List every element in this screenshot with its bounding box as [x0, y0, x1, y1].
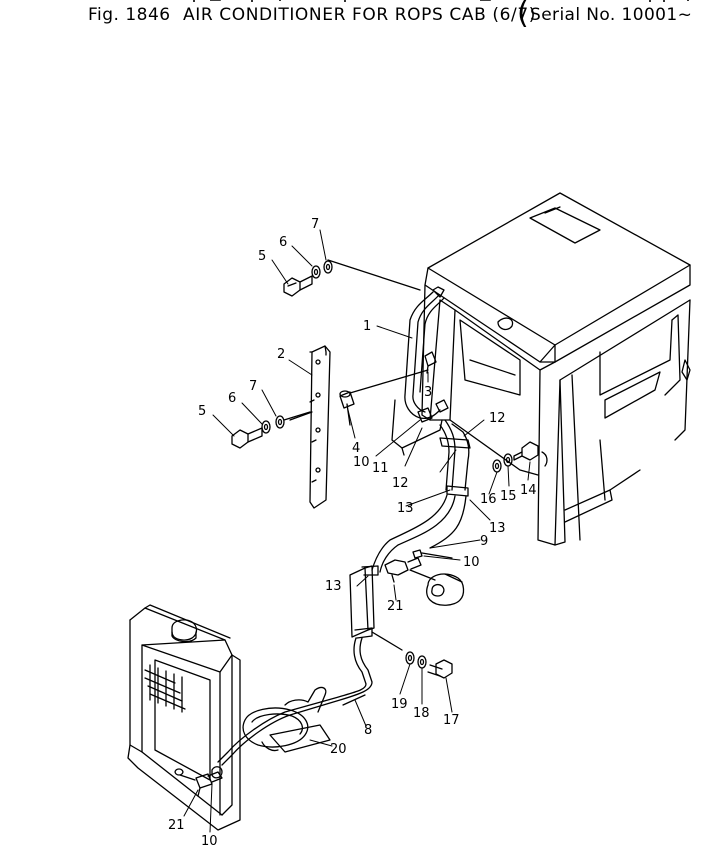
radiator — [127, 604, 331, 831]
rops-cab — [421, 192, 691, 546]
callout-13-lower: 13 — [325, 579, 342, 594]
callout-13-upper: 13 — [397, 501, 414, 516]
bolt-set-upper — [283, 260, 333, 297]
callout-numbers: 1 2 3 4 5 5 6 6 7 7 8 9 10 10 10 11 12 1… — [168, 217, 537, 846]
callout-4: 4 — [352, 441, 360, 456]
callout-13-right: 13 — [489, 521, 506, 536]
serial-range: Serial No. 10001~ — [530, 5, 693, 25]
figure-header: Fig. 1846 AIR CONDITIONER FOR ROPS CAB (… — [0, 0, 710, 32]
callout-1: 1 — [363, 319, 371, 334]
callout-10-lower: 10 — [201, 834, 218, 846]
middle-fitting — [384, 549, 465, 606]
hose-8 — [217, 637, 373, 766]
callout-15: 15 — [500, 489, 517, 504]
callout-12-right: 12 — [489, 411, 506, 426]
callout-5-upper: 5 — [258, 249, 266, 264]
callout-7-upper: 7 — [311, 217, 319, 232]
callout-3: 3 — [424, 385, 432, 400]
bolt-set-lower — [371, 631, 453, 679]
spacer-4 — [339, 390, 355, 426]
protector-13 — [349, 565, 379, 639]
callout-21-lower: 21 — [168, 818, 185, 833]
callout-6-upper: 6 — [279, 235, 287, 250]
leader-lines — [183, 229, 531, 833]
callout-9: 9 — [480, 534, 488, 549]
callout-10-middle: 10 — [463, 555, 480, 570]
bracket-glyph: ( — [517, 0, 529, 31]
callout-18: 18 — [413, 706, 430, 721]
figure-number: Fig. 1846 — [88, 5, 171, 25]
callout-17: 17 — [443, 713, 460, 728]
callout-8: 8 — [364, 723, 372, 738]
bracket-plate-2 — [289, 345, 331, 509]
callout-21-middle: 21 — [387, 599, 404, 614]
callout-11: 11 — [372, 461, 389, 476]
callout-5-middle: 5 — [198, 404, 206, 419]
callout-16: 16 — [480, 492, 497, 507]
callout-6-middle: 6 — [228, 391, 236, 406]
callout-2: 2 — [277, 347, 285, 362]
bolt-set-middle — [231, 411, 311, 449]
hose-upper — [327, 259, 471, 573]
callout-7-middle: 7 — [249, 379, 257, 394]
callout-12-left: 12 — [392, 476, 409, 491]
callout-10-upper: 10 — [353, 455, 370, 470]
callout-14: 14 — [520, 483, 537, 498]
callout-19: 19 — [391, 697, 408, 712]
callout-20: 20 — [330, 742, 347, 757]
figure-title: AIR CONDITIONER FOR ROPS CAB (6/7) — [183, 5, 536, 25]
